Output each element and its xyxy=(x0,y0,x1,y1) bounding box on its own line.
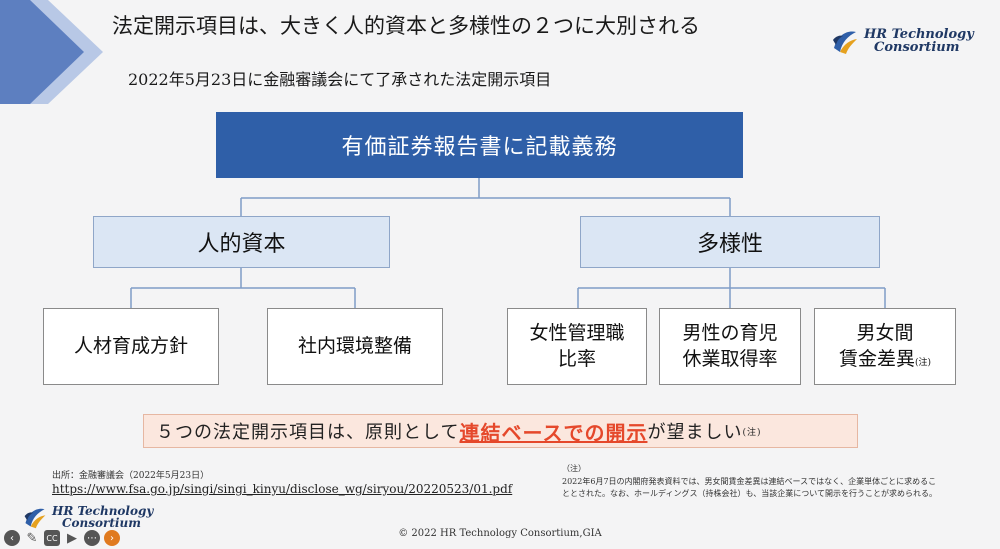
copyright-text: © 2022 HR Technology Consortium,GIA xyxy=(398,528,602,539)
note-marker: (注) xyxy=(742,427,762,438)
leaf-training-policy: 人材育成方針 xyxy=(43,308,219,385)
leaf-workplace-environment: 社内環境整備 xyxy=(267,308,443,385)
logo-text-line1: HR Technology xyxy=(864,27,974,42)
source-link[interactable]: https://www.fsa.go.jp/singi/singi_kinyu/… xyxy=(52,482,513,496)
captions-icon[interactable]: CC xyxy=(44,530,60,546)
pen-icon[interactable]: ✎ xyxy=(26,530,38,546)
note-heading: （注） xyxy=(562,464,586,473)
page-subtitle: 2022年5月23日に金融審議会にて了承された法定開示項目 xyxy=(128,70,552,89)
presentation-toolbar: ‹ ✎ CC ▶ ⋯ › xyxy=(4,530,120,546)
leaf-line: 比率 xyxy=(557,347,596,370)
root-node: 有価証券報告書に記載義務 xyxy=(216,112,743,178)
banner-emphasis: 連結ベースでの開示 xyxy=(459,420,648,445)
leaf-line: 女性管理職 xyxy=(529,321,625,344)
forward-icon[interactable]: › xyxy=(104,530,120,546)
leaf-gender-pay-gap: 男女間 賃金差異(注) xyxy=(814,308,956,385)
banner-prefix: ５つの法定開示項目は、原則として xyxy=(156,422,460,443)
back-icon[interactable]: ‹ xyxy=(4,530,20,546)
leaf-female-manager-ratio: 女性管理職 比率 xyxy=(507,308,647,385)
source-label: 出所：金融審議会（2022年5月23日） xyxy=(52,471,210,481)
note-marker: (注) xyxy=(914,357,932,368)
company-logo: HR Technology Consortium xyxy=(830,26,974,56)
video-icon[interactable]: ▶ xyxy=(67,530,77,546)
logo-mark-icon xyxy=(833,31,857,54)
header-chevron-decoration xyxy=(0,0,103,104)
leaf-line: 男女間 xyxy=(856,321,914,344)
logo-text-line2: Consortium xyxy=(62,516,141,530)
note-body: 2022年6月7日の内閣府発表資料では、男女間賃金差異は連結ベースではなく、企業… xyxy=(562,477,937,498)
leaf-paternity-leave-rate: 男性の育児 休業取得率 xyxy=(659,308,801,385)
group-diversity: 多様性 xyxy=(580,216,880,268)
summary-banner: ５つの法定開示項目は、原則として連結ベースでの開示が望ましい(注) xyxy=(143,414,858,448)
logo-mark-icon xyxy=(24,508,46,529)
logo-text-line1: HR Technology xyxy=(52,504,154,518)
group-human-capital: 人的資本 xyxy=(93,216,390,268)
leaf-line: 男性の育児 xyxy=(682,321,778,344)
leaf-line: 休業取得率 xyxy=(682,347,778,370)
more-icon[interactable]: ⋯ xyxy=(84,530,100,546)
logo-text-line2: Consortium xyxy=(874,40,960,55)
leaf-line: 賃金差異 xyxy=(838,347,915,370)
page-title: 法定開示項目は、大きく人的資本と多様性の２つに大別される xyxy=(112,14,700,38)
banner-suffix: が望ましい xyxy=(647,422,743,443)
footer-logo: HR Technology Consortium xyxy=(22,504,153,530)
